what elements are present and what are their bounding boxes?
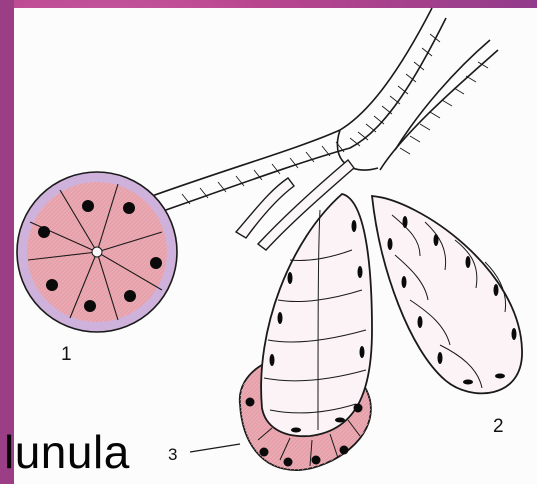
caption-word: lunula <box>4 425 130 479</box>
acinus-3 <box>240 194 372 470</box>
label-2: 2 <box>493 417 504 436</box>
acinus-2 <box>372 196 522 393</box>
label-1: 1 <box>61 345 72 364</box>
label-3: 3 <box>168 446 177 463</box>
leader-line-3 <box>190 444 240 452</box>
acinus-1 <box>17 172 177 332</box>
